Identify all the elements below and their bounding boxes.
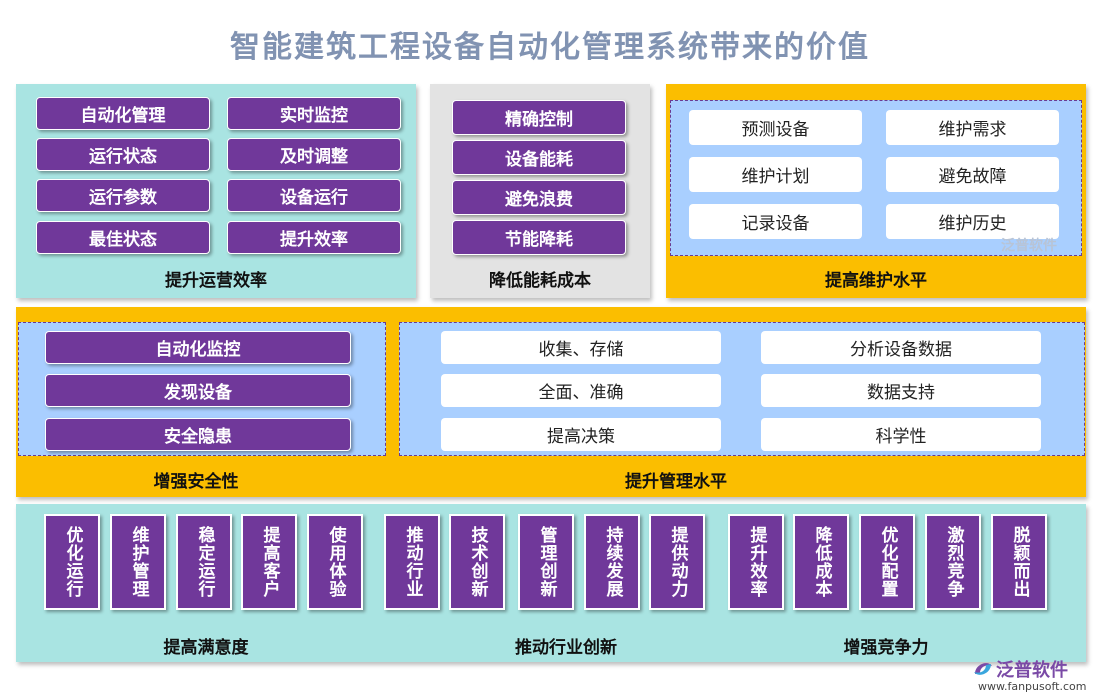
watermark-url: www.fanpusoft.com	[978, 680, 1087, 693]
pill-item: 及时调整	[227, 138, 401, 171]
group-label: 推动行业创新	[515, 638, 617, 658]
watermark-small: 泛普软件	[1001, 238, 1057, 254]
panel-energy: 精确控制 设备能耗 避免浪费 节能降耗 降低能耗成本	[430, 84, 650, 298]
panel-label: 提升运营效率	[165, 271, 267, 291]
text-box: 记录设备	[689, 204, 862, 239]
management-area: 收集、存储 分析设备数据 全面、准确 数据支持 提高决策 科学性	[399, 322, 1085, 456]
text-box: 预测设备	[689, 110, 862, 145]
pill-item: 避免浪费	[452, 180, 626, 215]
text-box: 维护需求	[886, 110, 1059, 145]
page-title: 智能建筑工程设备自动化管理系统带来的价值	[230, 30, 870, 65]
value-column: 持续发展	[584, 514, 640, 610]
value-column: 降低成本	[793, 514, 849, 610]
pill-item: 精确控制	[452, 100, 626, 135]
text-box: 全面、准确	[441, 374, 721, 407]
pill-item: 运行参数	[36, 179, 210, 212]
panel-maintenance: 预测设备 维护需求 维护计划 避免故障 记录设备 维护历史 泛普软件 提高维护水…	[666, 84, 1086, 298]
value-column: 脱颖而出	[991, 514, 1047, 610]
safety-area: 自动化监控 发现设备 安全隐患	[18, 322, 386, 456]
pill-item: 最佳状态	[36, 221, 210, 254]
panel-label: 降低能耗成本	[489, 271, 591, 291]
value-column: 稳定运行	[176, 514, 232, 610]
text-box: 提高决策	[441, 418, 721, 451]
panel-bottom: 优化运行 维护管理 稳定运行 提高客户 使用体验 推动行业 技术创新 管理创新 …	[16, 504, 1086, 662]
pill-item: 安全隐患	[45, 418, 351, 451]
value-column: 优化配置	[859, 514, 915, 610]
pill-item: 提升效率	[227, 221, 401, 254]
inner-area: 预测设备 维护需求 维护计划 避免故障 记录设备 维护历史 泛普软件	[670, 100, 1082, 256]
pill-item: 设备能耗	[452, 140, 626, 175]
value-column: 管理创新	[518, 514, 574, 610]
swirl-logo-icon	[974, 663, 992, 675]
panel-label: 增强安全性	[153, 472, 239, 492]
group-label: 提高满意度	[163, 638, 249, 658]
pill-item: 自动化管理	[36, 97, 210, 130]
text-box: 维护计划	[689, 157, 862, 192]
text-box: 避免故障	[886, 157, 1059, 192]
pill-item: 设备运行	[227, 179, 401, 212]
value-column: 维护管理	[110, 514, 166, 610]
value-column: 技术创新	[449, 514, 505, 610]
panel-middle-band: 自动化监控 发现设备 安全隐患 收集、存储 分析设备数据 全面、准确 数据支持 …	[16, 307, 1086, 497]
watermark-brand: 泛普软件	[996, 660, 1068, 681]
pill-item: 节能降耗	[452, 220, 626, 255]
panel-label: 提升管理水平	[625, 472, 727, 492]
watermark-logo: 泛普软件 www.fanpusoft.com	[972, 656, 1096, 696]
text-box: 分析设备数据	[761, 331, 1041, 364]
pill-item: 发现设备	[45, 374, 351, 407]
group-label: 增强竞争力	[843, 638, 929, 658]
panel-label: 提高维护水平	[825, 271, 927, 291]
text-box: 收集、存储	[441, 331, 721, 364]
panel-operations: 自动化管理 实时监控 运行状态 及时调整 运行参数 设备运行 最佳状态 提升效率…	[16, 84, 416, 298]
value-column: 优化运行	[44, 514, 100, 610]
pill-item: 运行状态	[36, 138, 210, 171]
text-box: 维护历史	[886, 204, 1059, 239]
value-column: 提高客户	[241, 514, 297, 610]
value-column: 提供动力	[649, 514, 705, 610]
value-column: 使用体验	[307, 514, 363, 610]
text-box: 科学性	[761, 418, 1041, 451]
value-column: 提升效率	[728, 514, 784, 610]
pill-item: 自动化监控	[45, 331, 351, 364]
value-column: 激烈竞争	[925, 514, 981, 610]
value-column: 推动行业	[384, 514, 440, 610]
text-box: 数据支持	[761, 374, 1041, 407]
pill-item: 实时监控	[227, 97, 401, 130]
